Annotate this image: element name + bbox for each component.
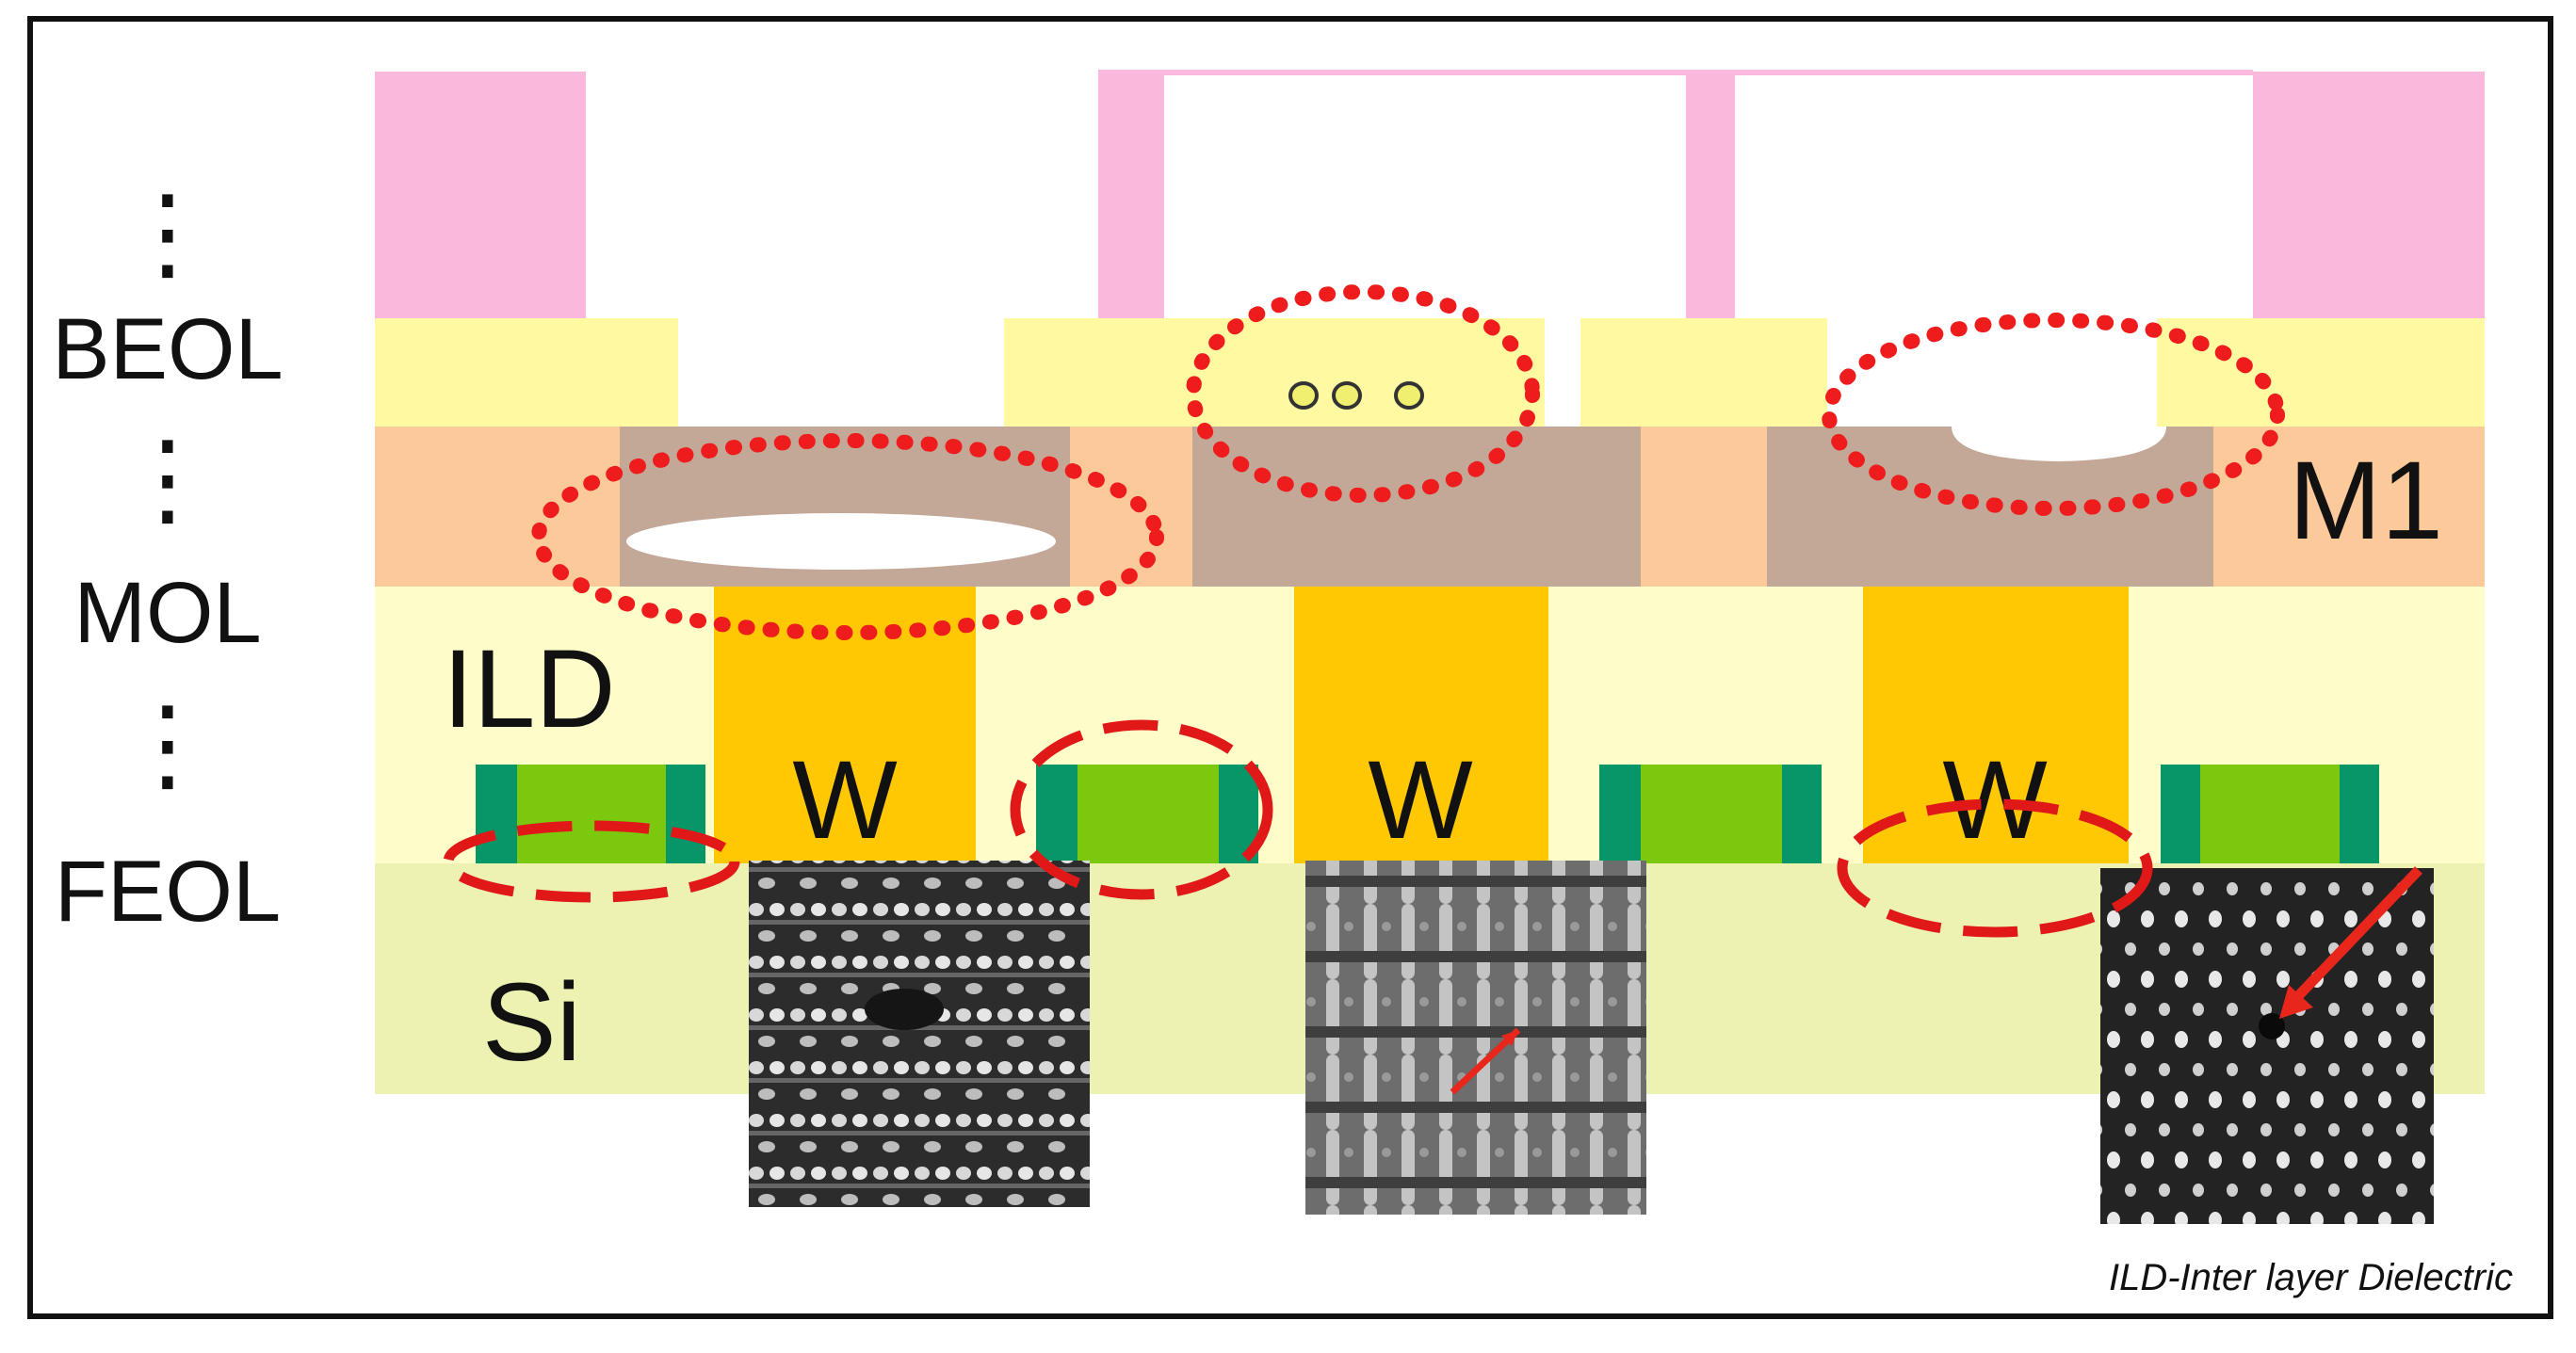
- tem-dot-image: [2100, 868, 2434, 1224]
- defect-marker-dashed: [443, 820, 740, 903]
- defect-arrow: [2279, 866, 2422, 1019]
- via-particle-defect: [1332, 381, 1362, 410]
- vertical-ellipsis: ⋮: [116, 686, 219, 802]
- defect-marker-dotted: [1822, 313, 2285, 516]
- via-particle-defect: [1288, 381, 1319, 410]
- beol-metal: [1098, 70, 2253, 75]
- beol-metal: [1686, 72, 1735, 318]
- tem-lattice-image: [749, 861, 1090, 1207]
- defect-marker-dotted: [1186, 284, 1540, 503]
- layer-label-si: Si: [482, 960, 581, 1085]
- sem-fin-image: [1305, 861, 1646, 1215]
- beol-metal: [375, 72, 586, 318]
- tungsten-contact: [1294, 587, 1548, 863]
- layer-label-m1: M1: [2289, 439, 2443, 563]
- layer-label-w: W: [1942, 738, 2047, 862]
- via-block: [2157, 318, 2485, 427]
- gate: [1036, 765, 1258, 863]
- gate: [1599, 765, 1822, 863]
- vertical-ellipsis: ⋮: [116, 421, 219, 537]
- beol-metal: [2253, 72, 2485, 318]
- layer-label-w: W: [1368, 738, 1472, 862]
- via-block: [1004, 318, 1545, 427]
- layer-label-w: W: [792, 738, 897, 862]
- beol-metal: [1098, 72, 1164, 318]
- m1-void-defect: [626, 513, 1056, 570]
- via-block: [375, 318, 678, 427]
- caption: ILD-Inter layer Dielectric: [2109, 1257, 2513, 1298]
- via-particle-defect: [1394, 381, 1424, 410]
- m1-metal-line: [1192, 427, 1641, 587]
- layer-stack-label-beol: BEOL: [52, 301, 283, 397]
- defect-marker-dashed: [1837, 798, 2153, 938]
- gate: [2161, 765, 2379, 863]
- vertical-ellipsis: ⋮: [116, 175, 219, 291]
- defect-marker-dotted: [531, 433, 1164, 640]
- layer-stack-label-feol: FEOL: [55, 844, 281, 940]
- layer-stack-label-mol: MOL: [73, 565, 261, 661]
- gate: [476, 765, 705, 863]
- via-block: [1580, 318, 1827, 427]
- m1-void-defect: [1952, 427, 2166, 461]
- defect-marker-dashed: [1010, 719, 1273, 900]
- layer-label-ild: ILD: [443, 627, 616, 751]
